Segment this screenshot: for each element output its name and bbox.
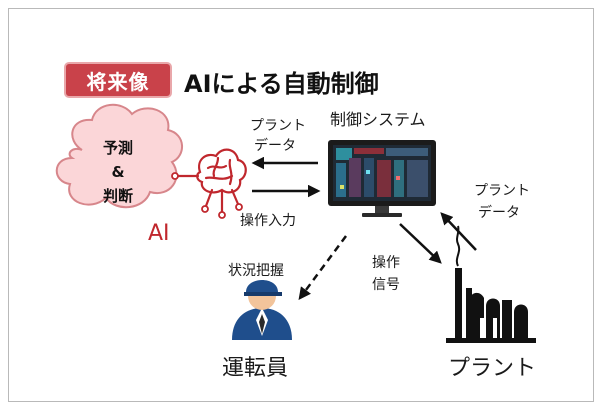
operator-icon: [232, 280, 292, 340]
smoke-icon: [455, 225, 461, 267]
ai-label: AI: [148, 221, 170, 246]
plant-data-right-line1: プラント: [474, 183, 530, 199]
operation-input-label: 操作入力: [240, 213, 296, 229]
situation-grasp-arrow: [298, 235, 348, 301]
plant-data-label-right: プラント データ: [474, 180, 530, 224]
operation-signal-line2: 信号: [372, 277, 400, 293]
control-monitor-icon: [328, 140, 436, 217]
plant-label: プラント: [448, 356, 537, 381]
control-system-label: 制御システム: [330, 110, 426, 129]
cloud-line-and: &: [111, 163, 125, 181]
plant-data-label-upper: プラント データ: [250, 116, 306, 156]
circuit-nodes-icon: [171, 172, 243, 219]
operation-signal-arrow: [399, 223, 442, 264]
future-vision-badge: 将来像: [64, 62, 172, 98]
plant-factory-icon: [446, 268, 536, 343]
ai-cloud-icon: [55, 104, 183, 209]
operation-signal-label: 操作 信号: [372, 252, 400, 296]
operation-signal-line1: 操作: [372, 255, 400, 271]
slide-title: AIによる自動制御: [184, 70, 379, 98]
cloud-line-judge: 判断: [102, 187, 133, 205]
cloud-line-predict: 予測: [102, 139, 133, 157]
plant-data-upper-line1: プラント: [250, 118, 306, 134]
brain-circuit-icon: [176, 148, 247, 214]
operator-label: 運転員: [222, 356, 289, 381]
ai-cloud-text: 予測 & 判断: [86, 136, 150, 208]
plant-data-upper-line2: データ: [254, 138, 296, 154]
situation-grasp-label: 状況把握: [228, 263, 284, 279]
plant-data-right-line2: データ: [478, 205, 520, 221]
